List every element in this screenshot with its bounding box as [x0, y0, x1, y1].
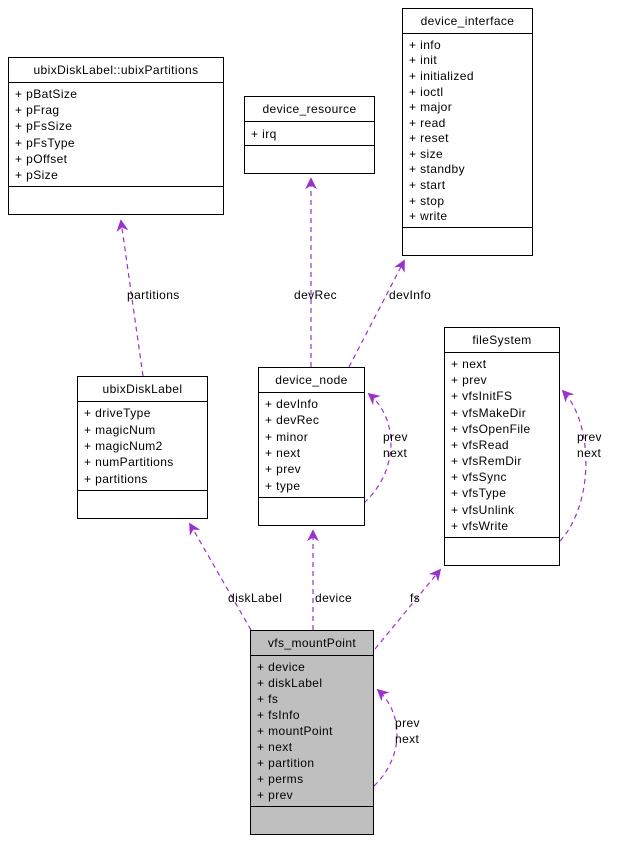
- member: + partitions: [84, 471, 148, 486]
- class-empty-compartment: [251, 806, 373, 834]
- member: + magicNum2: [84, 438, 163, 453]
- edge-label-line: next: [577, 446, 602, 460]
- class-empty-compartment: [78, 490, 207, 518]
- member: + next: [451, 357, 487, 372]
- member: + pOffset: [15, 151, 68, 166]
- edge-label-fs: fs: [410, 591, 421, 605]
- member: + write: [409, 209, 448, 224]
- member: + prev: [257, 788, 294, 802]
- member: + vfsSync: [451, 470, 507, 485]
- class-title: vfs_mountPoint: [251, 631, 373, 656]
- class-empty-compartment: [9, 186, 223, 214]
- edge-label-line: next: [383, 446, 408, 460]
- member: + vfsWrite: [451, 518, 509, 533]
- member: + ioctl: [409, 84, 444, 99]
- class-empty-compartment: [259, 497, 364, 525]
- class-title: ubixDiskLabel::ubixPartitions: [9, 58, 223, 83]
- edge-label-device-node-loop: prev next: [383, 429, 408, 461]
- member: + vfsOpenFile: [451, 421, 531, 436]
- class-ubixdisklabel[interactable]: ubixDiskLabel + driveType + magicNum + m…: [77, 376, 208, 519]
- edge-label-filesystem-loop: prev next: [577, 429, 602, 461]
- member: + minor: [265, 429, 309, 444]
- member: + prev: [265, 462, 302, 477]
- edge-label-partitions: partitions: [127, 288, 180, 302]
- class-empty-compartment: [245, 145, 374, 173]
- edge-label-line: next: [395, 732, 420, 746]
- member: + pFrag: [15, 103, 60, 118]
- member: + numPartitions: [84, 455, 174, 470]
- member: + vfsUnlink: [451, 502, 515, 517]
- member: + vfsType: [451, 486, 507, 501]
- member: + fs: [257, 692, 279, 706]
- member: + mountPoint: [257, 724, 333, 738]
- class-empty-compartment: [445, 537, 559, 565]
- member: + vfsRead: [451, 437, 509, 452]
- class-members: + devInfo + devRec + minor + next + prev…: [259, 393, 364, 497]
- member: + devInfo: [265, 397, 319, 412]
- member: + irq: [251, 126, 277, 141]
- edge-label-devrec: devRec: [294, 288, 338, 302]
- edge-label-device: device: [315, 591, 353, 605]
- member: + driveType: [84, 406, 151, 421]
- class-ubixpartitions[interactable]: ubixDiskLabel::ubixPartitions + pBatSize…: [8, 57, 224, 215]
- member: + read: [409, 115, 446, 130]
- member: + next: [265, 446, 301, 461]
- edge-vfs-mountpoint-self-loop: [373, 688, 398, 787]
- class-title: device_node: [259, 368, 364, 393]
- member: + pSize: [15, 167, 59, 182]
- edge-devinfo: [348, 259, 405, 368]
- member: + pFsSize: [15, 119, 73, 134]
- edge-label-line: prev: [383, 430, 408, 444]
- edge-label-line: prev: [395, 716, 420, 730]
- member: + standby: [409, 162, 465, 177]
- member: + vfsMakeDir: [451, 405, 527, 420]
- member: + type: [265, 478, 301, 493]
- member: + vfsRemDir: [451, 454, 522, 469]
- class-filesystem[interactable]: fileSystem + next + prev + vfsInitFS + v…: [444, 327, 560, 566]
- member: + info: [409, 37, 442, 52]
- member: + initialized: [409, 68, 474, 83]
- edge-label-vfs-mountpoint-loop: prev next: [395, 715, 420, 747]
- member: + major: [409, 100, 453, 115]
- class-empty-compartment: [403, 227, 532, 255]
- class-title: device_interface: [403, 9, 532, 34]
- edge-filesystem-self-loop: [559, 389, 587, 542]
- class-members: + info + init + initialized + ioctl + ma…: [403, 34, 532, 227]
- member: + prev: [451, 373, 488, 388]
- member: + init: [409, 53, 438, 68]
- member: + device: [257, 660, 306, 674]
- member: + reset: [409, 131, 449, 146]
- member: + diskLabel: [257, 676, 323, 690]
- class-members: + next + prev + vfsInitFS + vfsMakeDir +…: [445, 353, 559, 537]
- edge-label-disklabel: diskLabel: [228, 591, 283, 605]
- class-device-interface[interactable]: device_interface + info + init + initial…: [402, 8, 533, 256]
- member: + stop: [409, 193, 445, 208]
- class-device-node[interactable]: device_node + devInfo + devRec + minor +…: [258, 367, 365, 526]
- edge-fs: [374, 568, 442, 650]
- edge-disklabel: [189, 522, 252, 631]
- member: + start: [409, 177, 446, 192]
- edge-label-line: prev: [577, 430, 602, 444]
- member: + next: [257, 740, 293, 754]
- class-members: + driveType + magicNum + magicNum2 + num…: [78, 402, 207, 490]
- member: + pFsType: [15, 135, 75, 150]
- class-members: + pBatSize + pFrag + pFsSize + pFsType +…: [9, 83, 223, 186]
- member: + pBatSize: [15, 87, 78, 102]
- member: + size: [409, 146, 444, 161]
- edge-label-devinfo: devInfo: [389, 288, 432, 302]
- member: + magicNum: [84, 422, 156, 437]
- class-members: + device + diskLabel + fs + fsInfo + mou…: [251, 656, 373, 806]
- class-members: + irq: [245, 122, 374, 145]
- class-title: ubixDiskLabel: [78, 377, 207, 402]
- member: + fsInfo: [257, 708, 300, 722]
- member: + partition: [257, 756, 315, 770]
- class-title: fileSystem: [445, 328, 559, 353]
- member: + devRec: [265, 413, 320, 428]
- member: + vfsInitFS: [451, 389, 513, 404]
- class-title: device_resource: [245, 97, 374, 122]
- member: + perms: [257, 772, 304, 786]
- class-vfs-mountpoint: vfs_mountPoint + device + diskLabel + fs…: [250, 630, 374, 835]
- class-device-resource[interactable]: device_resource + irq: [244, 96, 375, 174]
